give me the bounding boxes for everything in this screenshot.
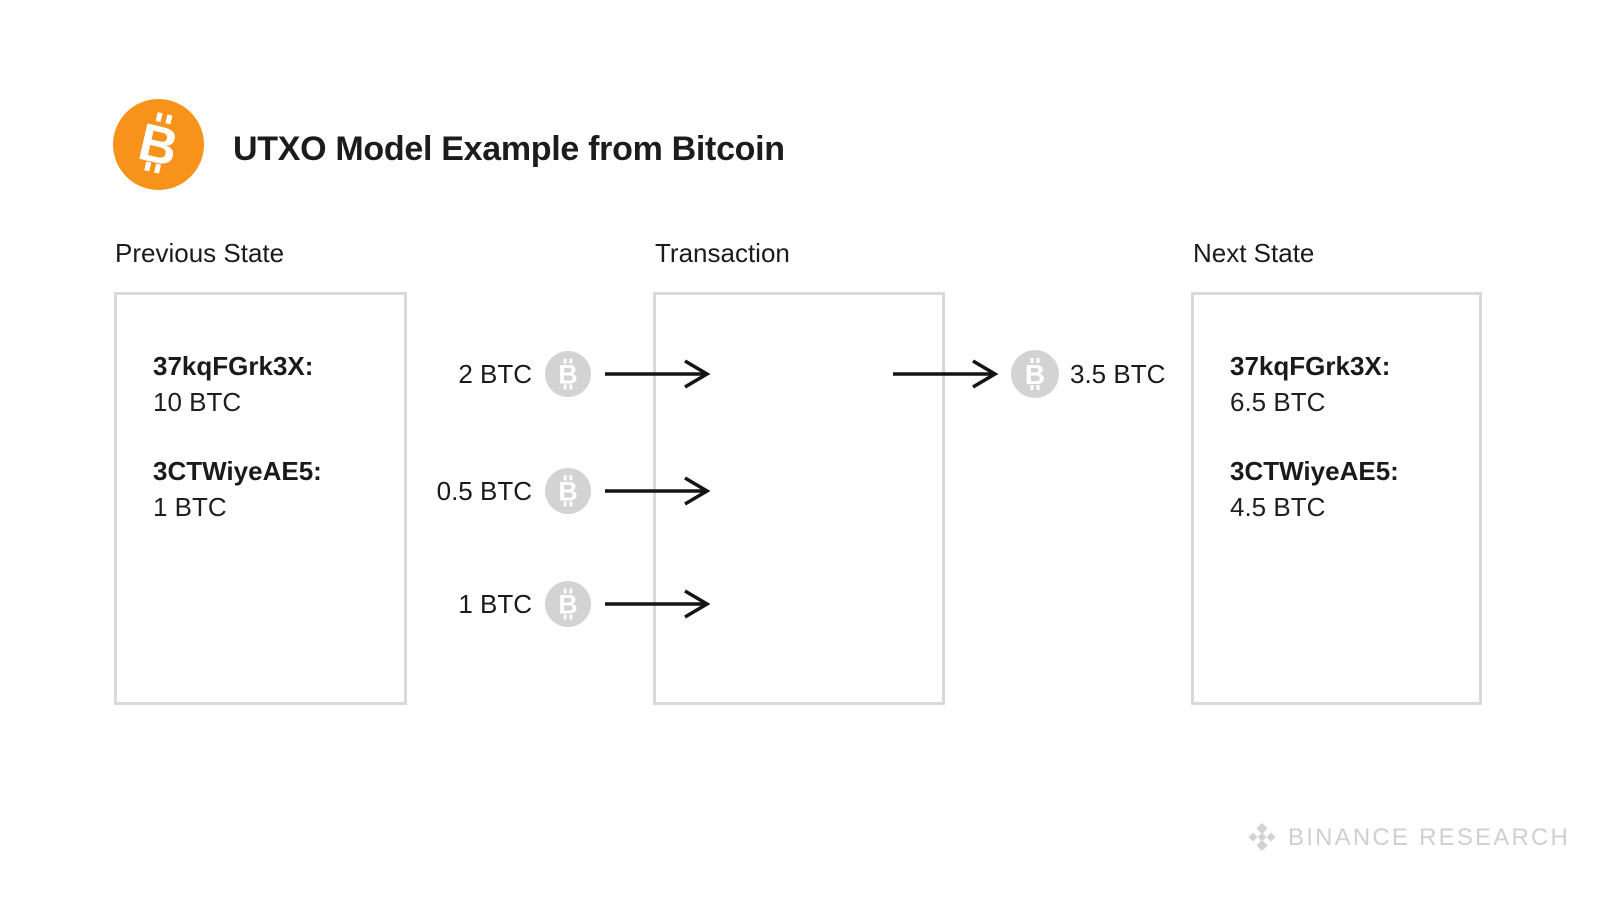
arrow-right-icon	[601, 580, 713, 633]
input-amount-label: 1 BTC	[458, 589, 532, 619]
utxo-address: 37kqFGrk3X:	[153, 351, 314, 381]
input-amount-label: 0.5 BTC	[436, 476, 532, 506]
svg-text:B: B	[558, 477, 577, 507]
previous-state-label: Previous State	[115, 238, 285, 268]
output-amount-label: 3.5 BTC	[1070, 359, 1166, 389]
utxo-entry: 37kqFGrk3X: 6.5 BTC	[1230, 348, 1479, 420]
utxo-address: 3CTWiyeAE5:	[153, 456, 322, 486]
arrow-right-icon	[889, 350, 1001, 403]
transaction-label: Transaction	[655, 238, 790, 268]
utxo-address: 37kqFGrk3X:	[1230, 351, 1391, 381]
svg-text:B: B	[1025, 359, 1045, 390]
binance-diamond-icon	[1246, 821, 1278, 853]
btc-coin-icon: B	[545, 351, 591, 397]
bitcoin-logo-icon: B	[113, 99, 204, 190]
btc-coin-icon: B	[1011, 350, 1059, 398]
utxo-amount: 10 BTC	[153, 387, 242, 417]
utxo-entry: 37kqFGrk3X: 10 BTC	[153, 348, 404, 420]
utxo-amount: 1 BTC	[153, 492, 227, 522]
utxo-entry: 3CTWiyeAE5: 1 BTC	[153, 453, 404, 525]
btc-coin-icon: B	[545, 581, 591, 627]
brand-text: BINANCE RESEARCH	[1288, 823, 1570, 853]
brand-word-research: RESEARCH	[1419, 824, 1571, 851]
utxo-amount: 4.5 BTC	[1230, 492, 1326, 522]
arrow-right-icon	[601, 467, 713, 520]
utxo-address: 3CTWiyeAE5:	[1230, 456, 1399, 486]
utxo-amount: 6.5 BTC	[1230, 387, 1326, 417]
btc-coin-icon: B	[545, 468, 591, 514]
arrow-right-icon	[601, 350, 713, 403]
svg-text:B: B	[558, 590, 577, 620]
next-state-box: 37kqFGrk3X: 6.5 BTC 3CTWiyeAE5: 4.5 BTC	[1191, 292, 1482, 705]
transaction-box	[653, 292, 945, 705]
input-amount-label: 2 BTC	[458, 359, 532, 389]
next-state-label: Next State	[1193, 238, 1315, 268]
page-title: UTXO Model Example from Bitcoin	[233, 130, 785, 168]
svg-text:B: B	[558, 360, 577, 390]
brand-word-binance: BINANCE	[1288, 824, 1411, 851]
previous-state-box: 37kqFGrk3X: 10 BTC 3CTWiyeAE5: 1 BTC	[114, 292, 407, 705]
utxo-entry: 3CTWiyeAE5: 4.5 BTC	[1230, 453, 1479, 525]
